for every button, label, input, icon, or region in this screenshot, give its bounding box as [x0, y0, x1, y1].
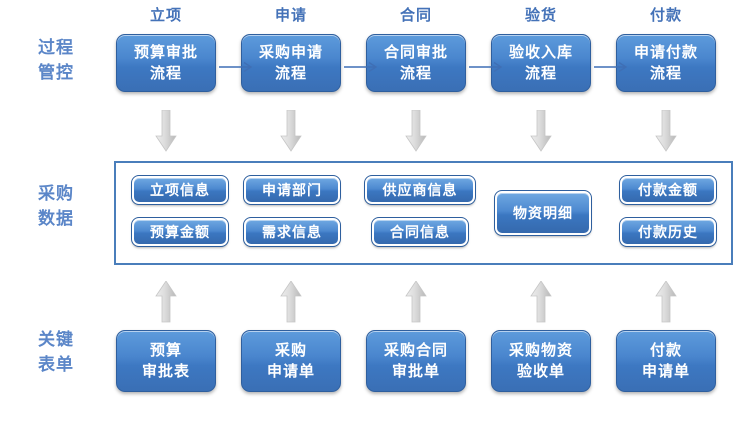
arrow-up-icon-5 — [655, 281, 677, 323]
arrow-up-icon-3 — [405, 281, 427, 323]
data-pill-project-info[interactable]: 立项信息 — [131, 175, 229, 205]
arrow-down-icon-3 — [405, 110, 427, 152]
form-box-purchase-request-sheet[interactable]: 采购 申请单 — [241, 330, 341, 392]
stage-caption-4: 验货 — [524, 6, 557, 24]
row-label-forms: 关键 表单 — [38, 330, 74, 375]
arrow-up-icon-1 — [155, 281, 177, 323]
data-pill-supplier-info[interactable]: 供应商信息 — [364, 175, 476, 205]
stage-caption-2: 申请 — [274, 6, 307, 24]
form-box-budget-approval-sheet[interactable]: 预算 审批表 — [116, 330, 216, 392]
process-box-receipt-storage[interactable]: 验收入库 流程 — [491, 34, 591, 92]
arrow-up-icon-4 — [530, 281, 552, 323]
process-box-purchase-request[interactable]: 采购申请 流程 — [241, 34, 341, 92]
stage-caption-1: 立项 — [149, 6, 182, 24]
data-pill-request-dept[interactable]: 申请部门 — [243, 175, 341, 205]
form-box-material-receipt-sheet[interactable]: 采购物资 验收单 — [491, 330, 591, 392]
stage-caption-5: 付款 — [649, 6, 682, 24]
purchase-data-container: 立项信息 预算金额 申请部门 需求信息 供应商信息 合同信息 物资明细 付款金额… — [114, 161, 733, 265]
arrow-right-icon-4 — [594, 61, 630, 73]
row-label-data: 采购 数据 — [38, 184, 74, 229]
data-pill-material-detail[interactable]: 物资明细 — [494, 190, 592, 236]
process-box-budget-approval[interactable]: 预算审批 流程 — [116, 34, 216, 92]
arrow-down-icon-5 — [655, 110, 677, 152]
stage-caption-3: 合同 — [399, 6, 432, 24]
data-pill-payment-history[interactable]: 付款历史 — [619, 217, 717, 247]
row-label-process: 过程 管控 — [38, 38, 74, 83]
arrow-right-icon-1 — [219, 61, 255, 73]
arrow-down-icon-4 — [530, 110, 552, 152]
process-box-payment-request[interactable]: 申请付款 流程 — [616, 34, 716, 92]
process-box-contract-approval[interactable]: 合同审批 流程 — [366, 34, 466, 92]
arrow-up-icon-2 — [280, 281, 302, 323]
arrow-down-icon-1 — [155, 110, 177, 152]
form-box-payment-request-sheet[interactable]: 付款 申请单 — [616, 330, 716, 392]
arrow-right-icon-2 — [344, 61, 380, 73]
data-pill-budget-amount[interactable]: 预算金额 — [131, 217, 229, 247]
arrow-right-icon-3 — [469, 61, 505, 73]
arrow-down-icon-2 — [280, 110, 302, 152]
data-pill-demand-info[interactable]: 需求信息 — [243, 217, 341, 247]
form-box-contract-approval-sheet[interactable]: 采购合同 审批单 — [366, 330, 466, 392]
data-pill-contract-info[interactable]: 合同信息 — [371, 217, 469, 247]
data-pill-payment-amount[interactable]: 付款金额 — [619, 175, 717, 205]
